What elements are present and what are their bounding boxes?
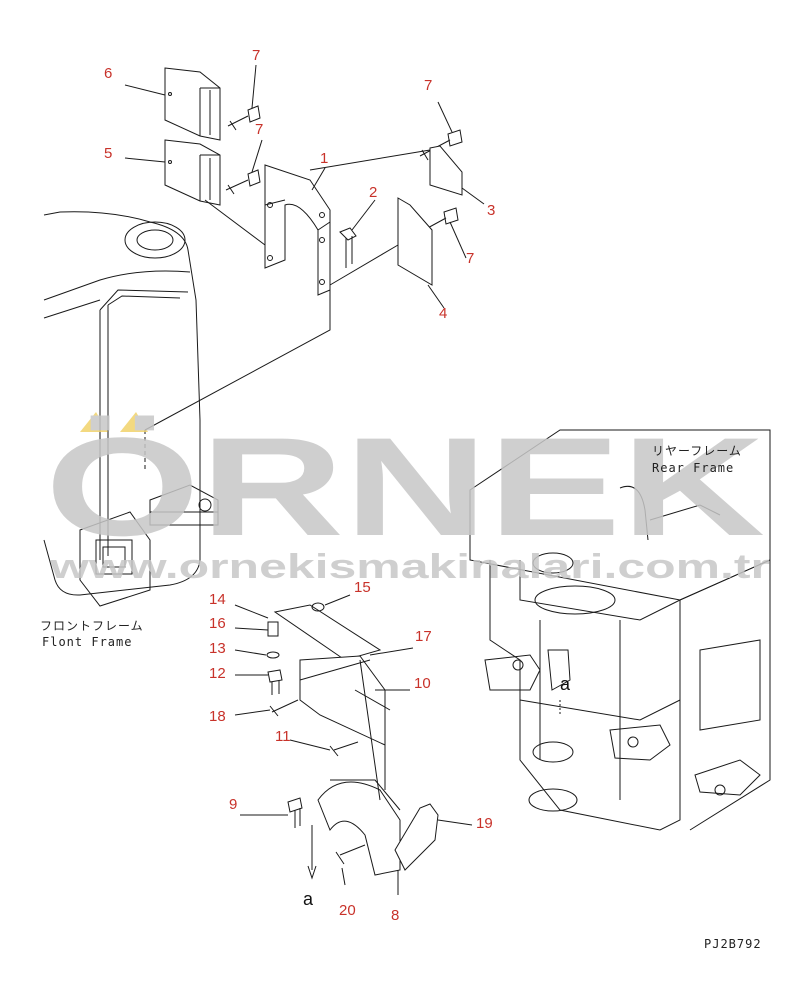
callout-5: 5 xyxy=(104,145,112,162)
callout-9: 9 xyxy=(229,796,237,813)
callout-7-b: 7 xyxy=(255,121,263,138)
callout-3: 3 xyxy=(487,202,495,219)
callout-1: 1 xyxy=(320,150,328,167)
callout-13: 13 xyxy=(209,640,226,657)
lower-parts xyxy=(266,602,439,880)
callout-12: 12 xyxy=(209,665,226,682)
front-frame-label-jp: フロントフレーム xyxy=(40,619,144,633)
callout-10: 10 xyxy=(414,675,431,692)
callout-8: 8 xyxy=(391,907,399,924)
rear-frame-label-en: Rear Frame xyxy=(652,461,734,475)
callout-7-a: 7 xyxy=(252,47,260,64)
callout-15: 15 xyxy=(354,579,371,596)
callout-14: 14 xyxy=(209,591,226,608)
view-mark-a-bottom: a xyxy=(303,889,314,909)
front-frame xyxy=(43,211,331,607)
callout-19: 19 xyxy=(476,815,493,832)
callout-20: 20 xyxy=(339,902,356,919)
watermark-accent xyxy=(80,412,148,432)
callout-4: 4 xyxy=(439,305,447,322)
upper-parts xyxy=(164,67,463,296)
callout-7-d: 7 xyxy=(466,250,474,267)
callout-7-c: 7 xyxy=(424,77,432,94)
callout-18: 18 xyxy=(209,708,226,725)
rear-frame xyxy=(469,429,771,831)
watermark: ÖRNEK www.ornekismakinalari.com.tr xyxy=(45,408,770,586)
drawing-code: PJ2B792 xyxy=(704,937,762,951)
callout-leaders xyxy=(124,64,485,895)
view-mark-a-top: a xyxy=(560,674,571,694)
callout-16: 16 xyxy=(209,615,226,632)
front-frame-label-en: Flont Frame xyxy=(42,635,132,649)
callout-2: 2 xyxy=(369,184,377,201)
watermark-brand: ÖRNEK xyxy=(45,408,765,565)
callout-6: 6 xyxy=(104,65,112,82)
callout-11: 11 xyxy=(275,728,291,745)
callout-17: 17 xyxy=(415,628,432,645)
rear-frame-label-jp: リヤーフレーム xyxy=(652,444,742,458)
callouts: 6 5 7 7 7 7 1 2 3 4 15 14 16 17 13 12 10… xyxy=(104,47,495,924)
watermark-url: www.ornekismakinalari.com.tr xyxy=(49,548,770,586)
